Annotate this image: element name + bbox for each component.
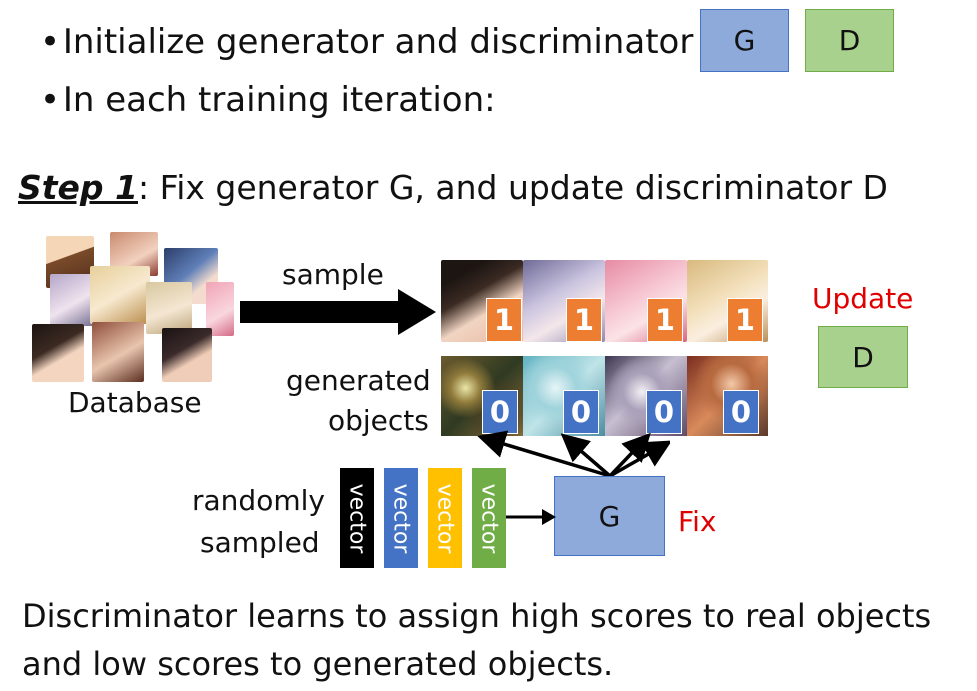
anime-face-image — [32, 324, 84, 382]
bullet-iteration: • In each training iteration: — [40, 80, 496, 120]
bullet-dot: • — [40, 80, 61, 120]
bottom-text-line2: and low scores to generated objects. — [22, 645, 614, 683]
vector-yellow: vector — [428, 468, 462, 568]
vector-to-generator-arrow — [506, 509, 556, 525]
vector-label: vector — [388, 483, 414, 553]
sample-label: sample — [282, 258, 384, 291]
bullet-initialize-text: Initialize generator and discriminator — [62, 22, 694, 62]
anime-face-image — [90, 266, 150, 324]
vector-black: vector — [340, 468, 374, 568]
bullet-initialize: • Initialize generator and discriminator — [40, 22, 693, 62]
step-text: : Fix generator G, and update discrimina… — [138, 168, 888, 207]
bullet-dot: • — [40, 22, 61, 62]
real-score-badge: 1 — [727, 298, 763, 342]
database-label: Database — [68, 386, 202, 419]
database-collage — [28, 230, 238, 386]
anime-face-image — [162, 328, 212, 382]
anime-face-image — [50, 274, 96, 326]
randomly-label: randomly — [192, 484, 325, 517]
vector-label: vector — [344, 483, 370, 553]
vector-green: vector — [472, 468, 506, 568]
generated-label-line1: generated — [286, 364, 431, 397]
discriminator-box-top: D — [805, 9, 894, 72]
fake-score-badge: 0 — [646, 390, 682, 434]
anime-face-image — [146, 282, 192, 334]
step-heading: Step 1: Fix generator G, and update disc… — [18, 168, 888, 207]
generated-label-line2: objects — [328, 404, 429, 437]
fake-score-badge: 0 — [482, 390, 518, 434]
sampled-label: sampled — [200, 526, 320, 559]
fix-label: Fix — [678, 505, 717, 538]
update-label: Update — [812, 282, 914, 315]
anime-face-image — [206, 282, 234, 336]
vector-label: vector — [476, 483, 502, 553]
vector-label: vector — [432, 483, 458, 553]
vector-blue: vector — [384, 468, 418, 568]
generator-box-top: G — [700, 9, 789, 72]
real-score-badge: 1 — [566, 298, 602, 342]
generator-output-arrows — [477, 430, 670, 478]
anime-face-image — [92, 322, 144, 382]
generator-box-fix: G — [554, 476, 665, 556]
real-score-badge: 1 — [486, 298, 522, 342]
step-title: Step 1 — [18, 168, 138, 207]
real-score-badge: 1 — [647, 298, 683, 342]
sample-arrow — [240, 289, 436, 335]
discriminator-box-update: D — [818, 326, 908, 388]
bullet-iteration-text: In each training iteration: — [62, 80, 496, 120]
fake-score-badge: 0 — [563, 390, 599, 434]
fake-score-badge: 0 — [723, 390, 759, 434]
bottom-text-line1: Discriminator learns to assign high scor… — [22, 597, 932, 635]
